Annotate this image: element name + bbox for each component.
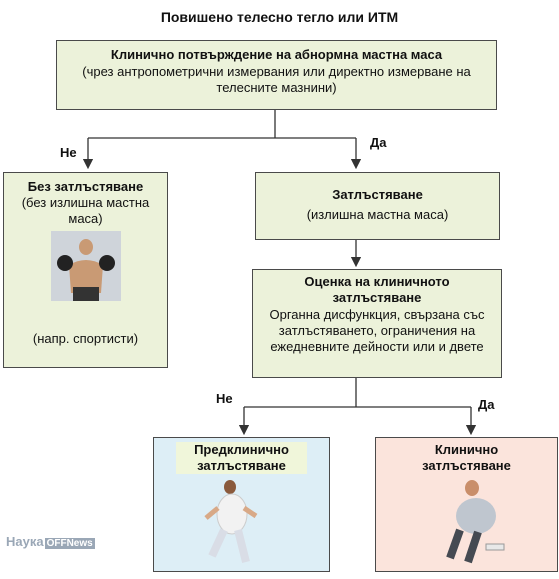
clinical-title: Клинично затлъстяване (422, 442, 511, 473)
no-obesity-example: (напр. спортисти) (32, 331, 139, 346)
obesity-subtitle: (излишна мастна маса) (306, 207, 449, 222)
confirmation-title: Клинично потвърждение на абнормна мастна… (110, 47, 443, 62)
assessment-title: Оценка на клиничното затлъстяване (304, 274, 450, 305)
label-yes-1: Да (370, 135, 387, 150)
clinical-box: Клинично затлъстяване (375, 437, 558, 572)
preclinical-title-band: Предклинично затлъстяване (176, 442, 307, 474)
watermark-tag: OFFNews (44, 538, 95, 549)
label-yes-2: Да (478, 397, 495, 412)
seated-person-image (442, 478, 512, 568)
obesity-box: Затлъстяване (излишна мастна маса) (255, 172, 500, 240)
confirmation-box: Клинично потвърждение на абнормна мастна… (56, 40, 497, 110)
assessment-box: Оценка на клиничното затлъстяване Органн… (252, 269, 502, 378)
athlete-image (50, 231, 121, 301)
no-obesity-title: Без затлъстяване (27, 179, 144, 194)
obesity-title: Затлъстяване (332, 187, 423, 202)
label-no-1: Не (60, 145, 77, 160)
no-obesity-box: Без затлъстяване (без излишна мастна мас… (3, 172, 168, 368)
no-obesity-subtitle: (без излишна мастна маса) (21, 195, 150, 226)
preclinical-title: Предклинично затлъстяване (194, 442, 289, 473)
confirmation-subtitle: (чрез антропометрични измервания или дир… (82, 64, 471, 95)
watermark-text: Наука (6, 534, 44, 549)
preclinical-box: Предклинично затлъстяване (153, 437, 330, 572)
assessment-subtitle: Органна дисфункция, свързана със затлъст… (269, 307, 485, 354)
label-no-2: Не (216, 391, 233, 406)
runner-image (202, 478, 268, 568)
diagram-title: Повишено телесно тегло или ИТМ (160, 9, 399, 25)
